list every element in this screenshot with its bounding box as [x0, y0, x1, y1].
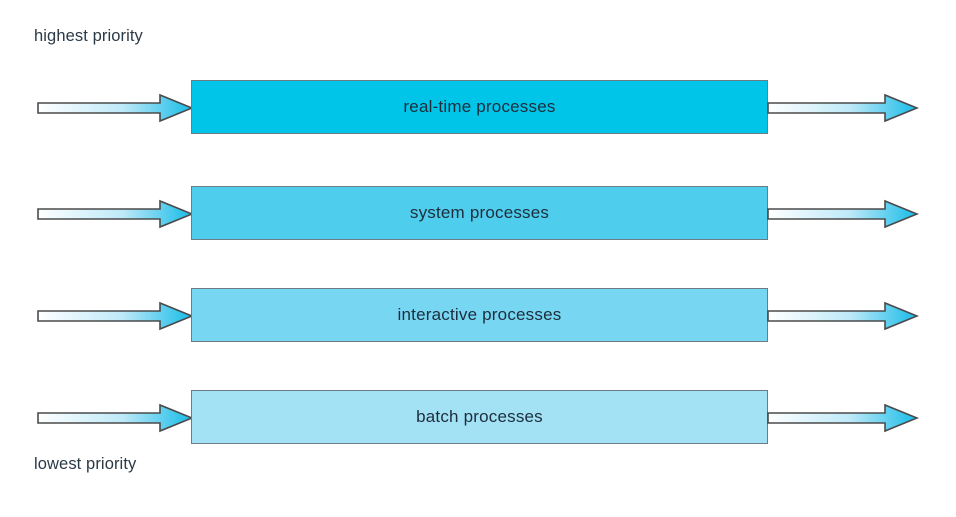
inbound-arrow-icon [37, 403, 194, 433]
process-box-real-time[interactable]: real-time processes [191, 80, 768, 134]
priority-row-system: system processes [0, 186, 956, 242]
priority-row-interactive: interactive processes [0, 288, 956, 344]
outbound-arrow-icon [767, 301, 919, 331]
priority-row-real-time: real-time processes [0, 80, 956, 136]
lowest-priority-label: lowest priority [34, 455, 137, 473]
inbound-arrow-icon [37, 199, 194, 229]
process-box-label: system processes [409, 203, 550, 222]
process-box-system[interactable]: system processes [191, 186, 768, 240]
outbound-arrow-icon [767, 403, 919, 433]
process-box-label: interactive processes [397, 305, 562, 324]
highest-priority-label: highest priority [34, 27, 143, 45]
inbound-arrow-icon [37, 301, 194, 331]
outbound-arrow-icon [767, 93, 919, 123]
inbound-arrow-icon [37, 93, 194, 123]
process-box-label: batch processes [416, 407, 543, 426]
process-box-label: real-time processes [403, 97, 556, 116]
outbound-arrow-icon [767, 199, 919, 229]
process-box-interactive[interactable]: interactive processes [191, 288, 768, 342]
process-box-batch[interactable]: batch processes [191, 390, 768, 444]
priority-row-batch: batch processes [0, 390, 956, 446]
